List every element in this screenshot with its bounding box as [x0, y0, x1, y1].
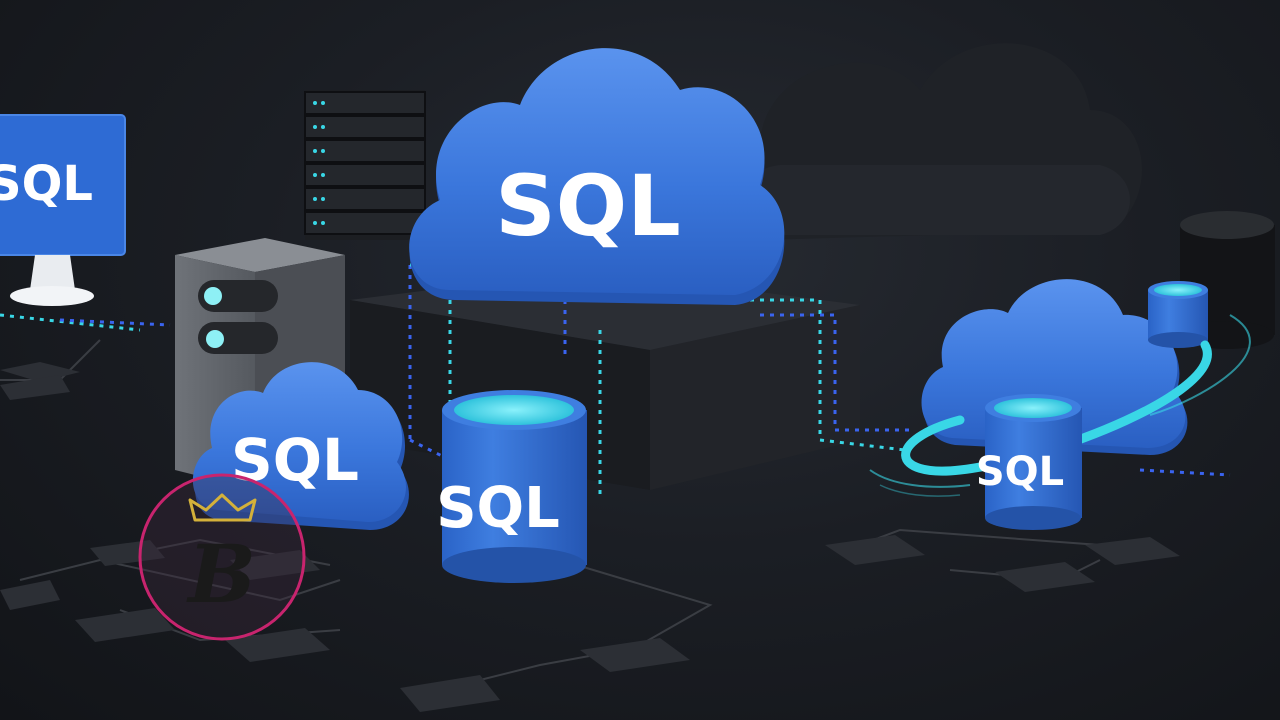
main-cloud-sql-label: SQL: [495, 157, 680, 255]
channel-logo: B: [138, 473, 306, 641]
small-cloud-sql-label: SQL: [231, 426, 359, 494]
center-sql-cylinder: SQL: [436, 390, 587, 583]
orbit-ring: [869, 314, 1251, 497]
center-cylinder-sql-label: SQL: [436, 476, 560, 541]
small-sql-cloud: SQL: [192, 362, 409, 530]
small-blue-cylinder: [1148, 281, 1208, 348]
background-dark-cloud: [711, 43, 1143, 240]
monitor: SQL: [0, 114, 126, 306]
center-platform: [350, 270, 860, 490]
main-sql-cloud: SQL: [409, 48, 785, 305]
logo-letter: B: [186, 527, 256, 621]
right-sql-cylinder: SQL: [976, 394, 1082, 530]
monitor-sql-label: SQL: [0, 156, 93, 212]
floor-diagram: [0, 339, 1180, 712]
server-rack: [304, 90, 426, 240]
crown-icon: [188, 493, 257, 522]
right-cylinder-sql-label: SQL: [976, 449, 1064, 495]
